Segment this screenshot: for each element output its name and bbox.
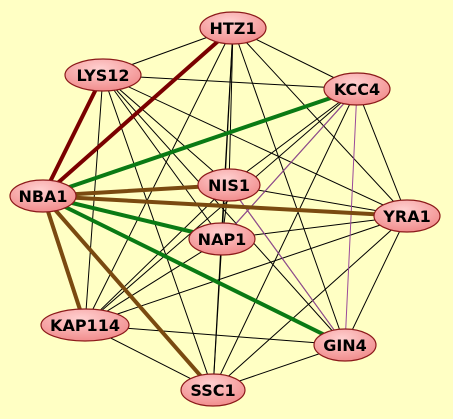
edge-nis1-kap114 bbox=[84, 184, 230, 326]
edge-htz1-kap114 bbox=[84, 27, 234, 326]
edge-lys12-nis1 bbox=[102, 74, 230, 186]
node-shape bbox=[313, 328, 377, 362]
edge-yra1-gin4 bbox=[344, 215, 408, 346]
node-kcc4[interactable]: KCC4 bbox=[323, 72, 391, 106]
node-kap114[interactable]: KAP114 bbox=[40, 308, 130, 342]
node-shape bbox=[188, 222, 256, 256]
edge-kcc4-gin4 bbox=[344, 88, 358, 346]
node-label: NIS1 bbox=[208, 176, 250, 195]
node-label: GIN4 bbox=[323, 336, 367, 355]
node-label: NBA1 bbox=[18, 187, 67, 206]
node-label: SSC1 bbox=[190, 381, 235, 400]
edge-lys12-kcc4 bbox=[102, 74, 358, 90]
edge-lys12-gin4 bbox=[102, 74, 346, 346]
node-shape bbox=[323, 72, 391, 106]
node-htz1[interactable]: HTZ1 bbox=[199, 11, 267, 45]
edge-nap1-ssc1 bbox=[212, 238, 223, 391]
node-yra1[interactable]: YRA1 bbox=[373, 199, 441, 233]
edge-kcc4-nis1 bbox=[228, 88, 358, 186]
edge-nba1-lys12 bbox=[41, 73, 105, 198]
edge-kcc4-ssc1 bbox=[212, 88, 358, 391]
edge-htz1-gin4 bbox=[232, 27, 346, 346]
edge-yra1-ssc1 bbox=[212, 215, 408, 391]
node-label: KCC4 bbox=[334, 80, 380, 99]
node-shape bbox=[40, 308, 130, 342]
edge-kcc4-yra1 bbox=[356, 88, 408, 217]
node-gin4[interactable]: GIN4 bbox=[313, 328, 377, 362]
node-label: KAP114 bbox=[50, 316, 120, 335]
node-label: NAP1 bbox=[198, 230, 247, 249]
node-label: LYS12 bbox=[76, 66, 129, 85]
edge-nba1-kap114 bbox=[41, 194, 87, 327]
node-shape bbox=[9, 179, 77, 213]
edge-nba1-htz1 bbox=[41, 26, 235, 198]
node-shape bbox=[197, 168, 261, 202]
edge-htz1-yra1 bbox=[232, 27, 408, 217]
edge-nba1-ssc1 bbox=[41, 194, 215, 392]
node-label: HTZ1 bbox=[209, 19, 256, 38]
node-nis1[interactable]: NIS1 bbox=[197, 168, 261, 202]
node-shape bbox=[373, 199, 441, 233]
node-nba1[interactable]: NBA1 bbox=[9, 179, 77, 213]
node-shape bbox=[180, 373, 246, 407]
edge-kcc4-nap1 bbox=[221, 88, 358, 240]
node-shape bbox=[64, 58, 142, 92]
edge-nba1-yra1 bbox=[41, 194, 409, 218]
node-label: YRA1 bbox=[382, 207, 430, 226]
node-nap1[interactable]: NAP1 bbox=[188, 222, 256, 256]
edge-nis1-gin4 bbox=[228, 184, 346, 346]
node-shape bbox=[199, 11, 267, 45]
edge-nba1-gin4 bbox=[41, 194, 347, 347]
edge-nba1-kcc4 bbox=[41, 87, 359, 198]
node-lys12[interactable]: LYS12 bbox=[64, 58, 142, 92]
edge-htz1-nis1 bbox=[228, 27, 234, 186]
node-ssc1[interactable]: SSC1 bbox=[180, 373, 246, 407]
